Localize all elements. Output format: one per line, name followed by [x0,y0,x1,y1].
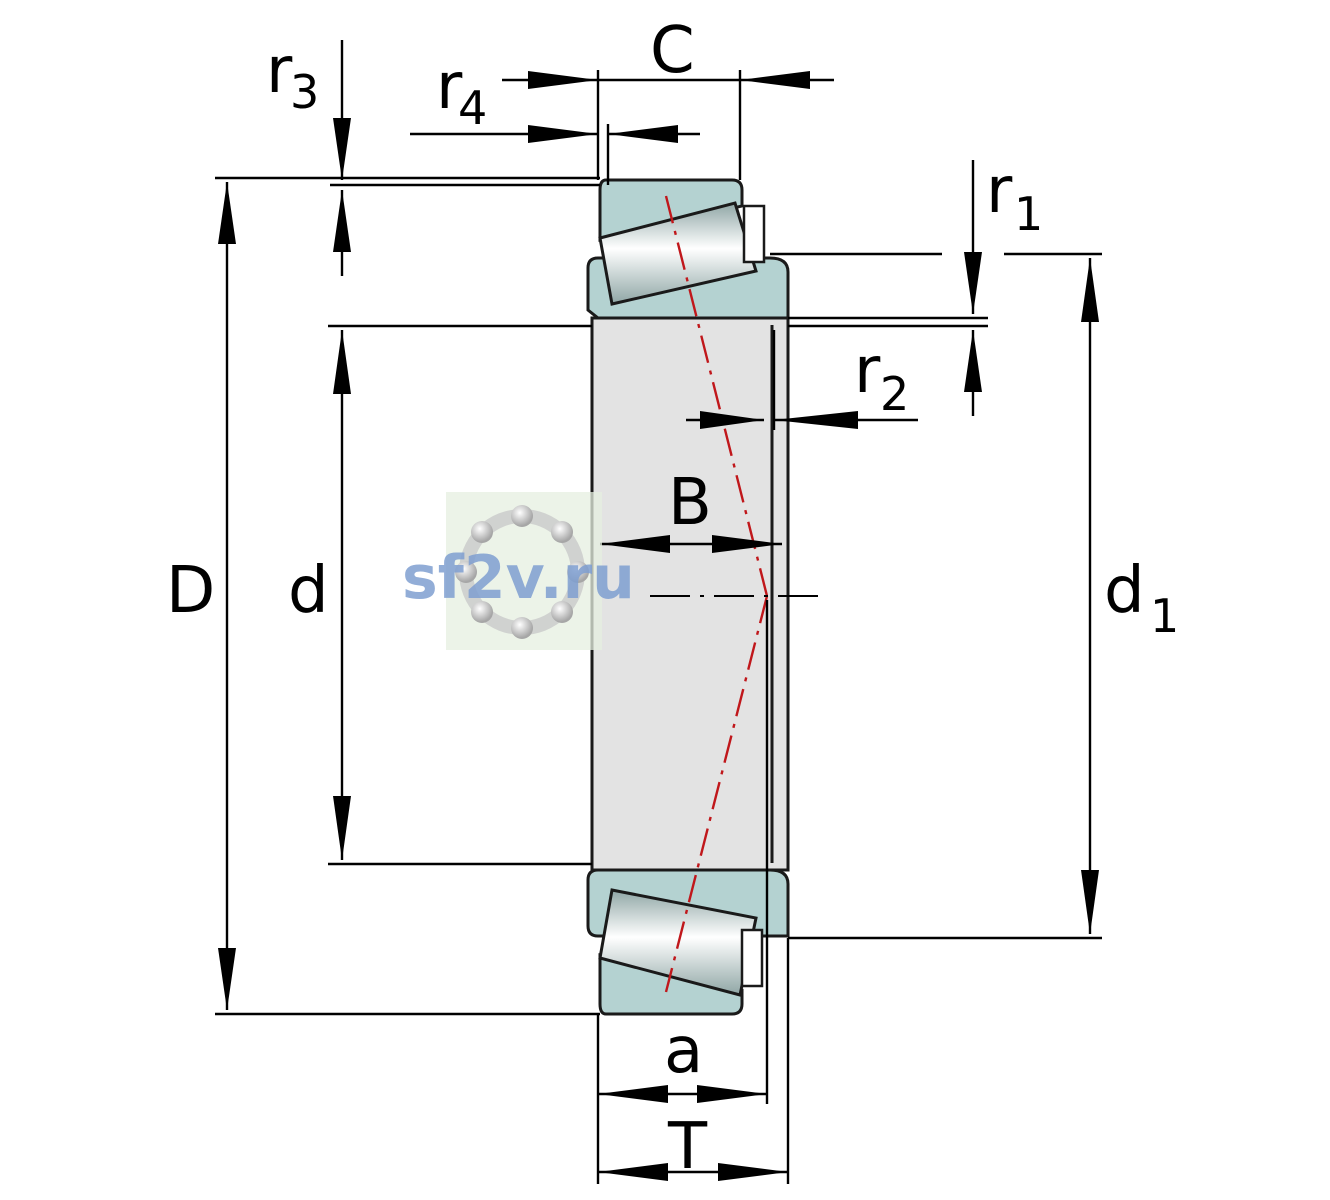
label-r3-sub: 3 [290,65,319,119]
outer-ring-top [598,178,744,242]
dimension-r3: r 3 [266,34,600,276]
dimension-r2: r 2 [686,330,918,430]
dimension-r1: r 1 [770,154,1043,416]
dimension-d1: d 1 [788,252,1179,940]
dimension-C: C [502,14,834,180]
outer-ring-bottom [598,953,744,1016]
label-T: T [667,1110,708,1184]
dimension-a: a [596,600,769,1184]
dimension-D: D [166,176,600,1016]
bore-band [590,316,790,872]
label-r4: r [436,50,463,124]
roller-top [598,201,766,306]
dimension-r4: r 4 [410,50,700,185]
dimension-T: T [598,938,790,1184]
label-r2-sub: 2 [880,367,909,421]
label-D: D [166,554,215,628]
dimension-B: B [600,466,782,553]
label-r1-sub: 1 [1014,187,1043,241]
watermark: sf2v.ru [402,492,635,650]
label-B: B [668,466,712,540]
dimension-d: d [288,324,592,866]
label-r3: r [266,34,293,108]
label-a: a [664,1014,703,1088]
label-C: C [650,14,695,88]
bearing-section [586,178,790,1016]
label-r4-sub: 4 [458,81,487,135]
label-r1: r [986,154,1013,228]
label-d1: d [1104,554,1145,628]
label-r2: r [854,334,881,408]
label-d1-sub: 1 [1150,589,1179,643]
label-d: d [288,554,329,628]
contact-angle-lines [664,195,769,993]
watermark-text: sf2v.ru [402,543,635,613]
